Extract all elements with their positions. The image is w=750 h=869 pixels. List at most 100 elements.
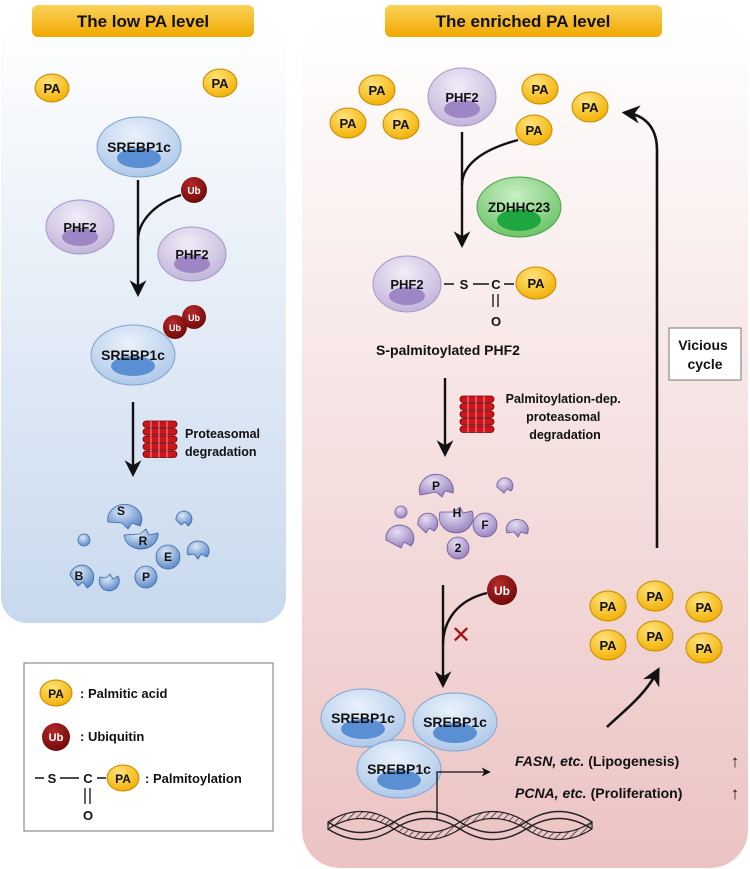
lipogenesis-arrow <box>606 667 660 728</box>
svg-text:O: O <box>491 314 501 329</box>
enriched-pa-panel-bg <box>302 18 748 868</box>
dna-helix <box>327 810 593 841</box>
svg-text:: Ubiquitin: : Ubiquitin <box>80 729 144 744</box>
zdhhc23-enzyme: ZDHHC23 <box>476 176 562 238</box>
svg-text:B: B <box>75 569 84 583</box>
svg-text:PA: PA <box>599 599 617 614</box>
svg-text:PHF2: PHF2 <box>390 277 423 292</box>
upregulated-arrow-icon: ↑ <box>731 784 740 803</box>
s-palmitoylated-phf2-label: S-palmitoylated PHF2 <box>376 342 520 358</box>
s-palmitoylated-phf2-complex: PHF2 S C O PA <box>372 255 557 329</box>
svg-text:H: H <box>453 506 462 520</box>
svg-text:PHF2: PHF2 <box>63 220 96 235</box>
svg-text:PA: PA <box>339 116 357 131</box>
pa-molecule: PA <box>515 114 553 146</box>
fragment-b <box>69 564 95 589</box>
vicious-cycle-arrow <box>621 105 659 548</box>
svg-text:F: F <box>481 518 488 532</box>
svg-text:P: P <box>142 570 150 584</box>
low-pa-title: The low PA level <box>77 12 209 31</box>
pa-icon <box>106 764 140 792</box>
pa-molecule: PA <box>358 74 396 106</box>
legend-pa-item: PA : Palmitic acid <box>39 679 167 707</box>
svg-text:PA: PA <box>581 100 599 115</box>
pa-molecule: PA <box>589 590 627 622</box>
svg-text:S: S <box>48 771 57 786</box>
svg-text:: Palmitic acid: : Palmitic acid <box>80 686 167 701</box>
svg-text:C: C <box>83 771 93 786</box>
legend: PA : Palmitic acid Ub : Ubiquitin S C O … <box>23 662 274 832</box>
svg-text:Ub: Ub <box>49 732 64 744</box>
svg-text:: Palmitoylation: : Palmitoylation <box>145 771 242 786</box>
svg-text:PA: PA <box>695 641 713 656</box>
svg-text:PA: PA <box>392 117 410 132</box>
vicious-cycle-box <box>668 327 742 381</box>
svg-text:R: R <box>139 534 148 548</box>
svg-text:PA: PA <box>531 82 549 97</box>
vicious-cycle-label: Vicious cycle <box>678 337 731 372</box>
pa-molecule: PA <box>685 632 723 664</box>
proteasome-icon <box>142 420 178 458</box>
svg-text:S: S <box>117 504 125 518</box>
fragment-p <box>418 473 454 498</box>
pa-molecule: PA <box>571 91 609 123</box>
svg-text:PHF2: PHF2 <box>445 90 478 105</box>
ubiquitinated-srebp1c: SREBP1c Ub Ub <box>90 305 206 386</box>
enriched-pa-panel: The enriched PA level PA PA PA PA PA PA … <box>302 5 748 868</box>
transcription-arrow <box>436 767 491 820</box>
svg-text:PA: PA <box>368 83 386 98</box>
svg-text:SREBP1c: SREBP1c <box>331 710 395 726</box>
fragment-h <box>438 506 474 534</box>
ubiquitin-molecule: Ub <box>181 177 207 203</box>
ubiquitin-molecule <box>182 305 206 329</box>
proteasome-icon <box>459 395 495 433</box>
svg-text:PA: PA <box>695 600 713 615</box>
blocked-icon: ✕ <box>451 622 471 649</box>
pa-molecule: PA <box>521 73 559 105</box>
srebp1c-protein: SREBP1c <box>96 116 182 178</box>
fragment-r <box>123 528 159 550</box>
fragment-f <box>472 512 498 538</box>
srebp-fragments: S R E B P <box>69 504 210 592</box>
proteasomal-degradation-label: Proteasomal degradation <box>185 427 264 459</box>
ubiquitin-molecule: Ub <box>487 575 517 605</box>
svg-text:PA: PA <box>646 629 664 644</box>
upregulated-arrow-icon: ↑ <box>731 752 740 771</box>
fragment-2 <box>446 536 470 560</box>
svg-text:PA: PA <box>211 76 229 91</box>
svg-text:Ub: Ub <box>187 186 200 197</box>
enriched-pa-header <box>385 5 662 37</box>
pa-molecule: PA <box>636 580 674 612</box>
svg-text:PA: PA <box>527 276 545 291</box>
phf2-fragments: P H F 2 <box>385 473 529 560</box>
pa-molecule: PA <box>685 591 723 623</box>
phf2-protein: PHF2 <box>45 199 115 255</box>
svg-text:PA: PA <box>48 687 64 701</box>
phf2-protein: PHF2 <box>157 226 227 282</box>
svg-text:C: C <box>491 277 501 292</box>
svg-text:E: E <box>164 550 172 564</box>
legend-ub-item: Ub : Ubiquitin <box>42 723 144 751</box>
palmitoylation-dep-degradation-label: Palmitoylation-dep. proteasomal degradat… <box>506 392 625 442</box>
svg-text:FASN, etc.(Lipogenesis): FASN, etc.(Lipogenesis) <box>515 753 679 769</box>
fragment-s <box>107 504 143 530</box>
svg-text:PA: PA <box>599 638 617 653</box>
pa-icon <box>39 679 73 707</box>
pa-molecule: PA <box>636 620 674 652</box>
gene-fasn-row: FASN, etc.(Lipogenesis) ↑ <box>515 752 739 771</box>
fragment-e <box>155 544 181 570</box>
svg-text:PA: PA <box>525 123 543 138</box>
svg-text:SREBP1c: SREBP1c <box>107 139 171 155</box>
gene-pcna-row: PCNA, etc.(Proliferation) ↑ <box>515 784 739 803</box>
phf2-protein: PHF2 <box>427 67 497 127</box>
svg-text:S: S <box>460 277 469 292</box>
low-pa-header <box>32 5 254 37</box>
svg-text:Ub: Ub <box>494 584 510 598</box>
svg-text:PA: PA <box>646 589 664 604</box>
svg-text:PHF2: PHF2 <box>175 247 208 262</box>
pa-molecule: PA <box>202 68 238 98</box>
svg-text:PA: PA <box>115 772 131 786</box>
svg-text:Ub: Ub <box>188 313 200 323</box>
legend-palmitoylation-item: S C O PA : Palmitoylation <box>35 764 242 823</box>
